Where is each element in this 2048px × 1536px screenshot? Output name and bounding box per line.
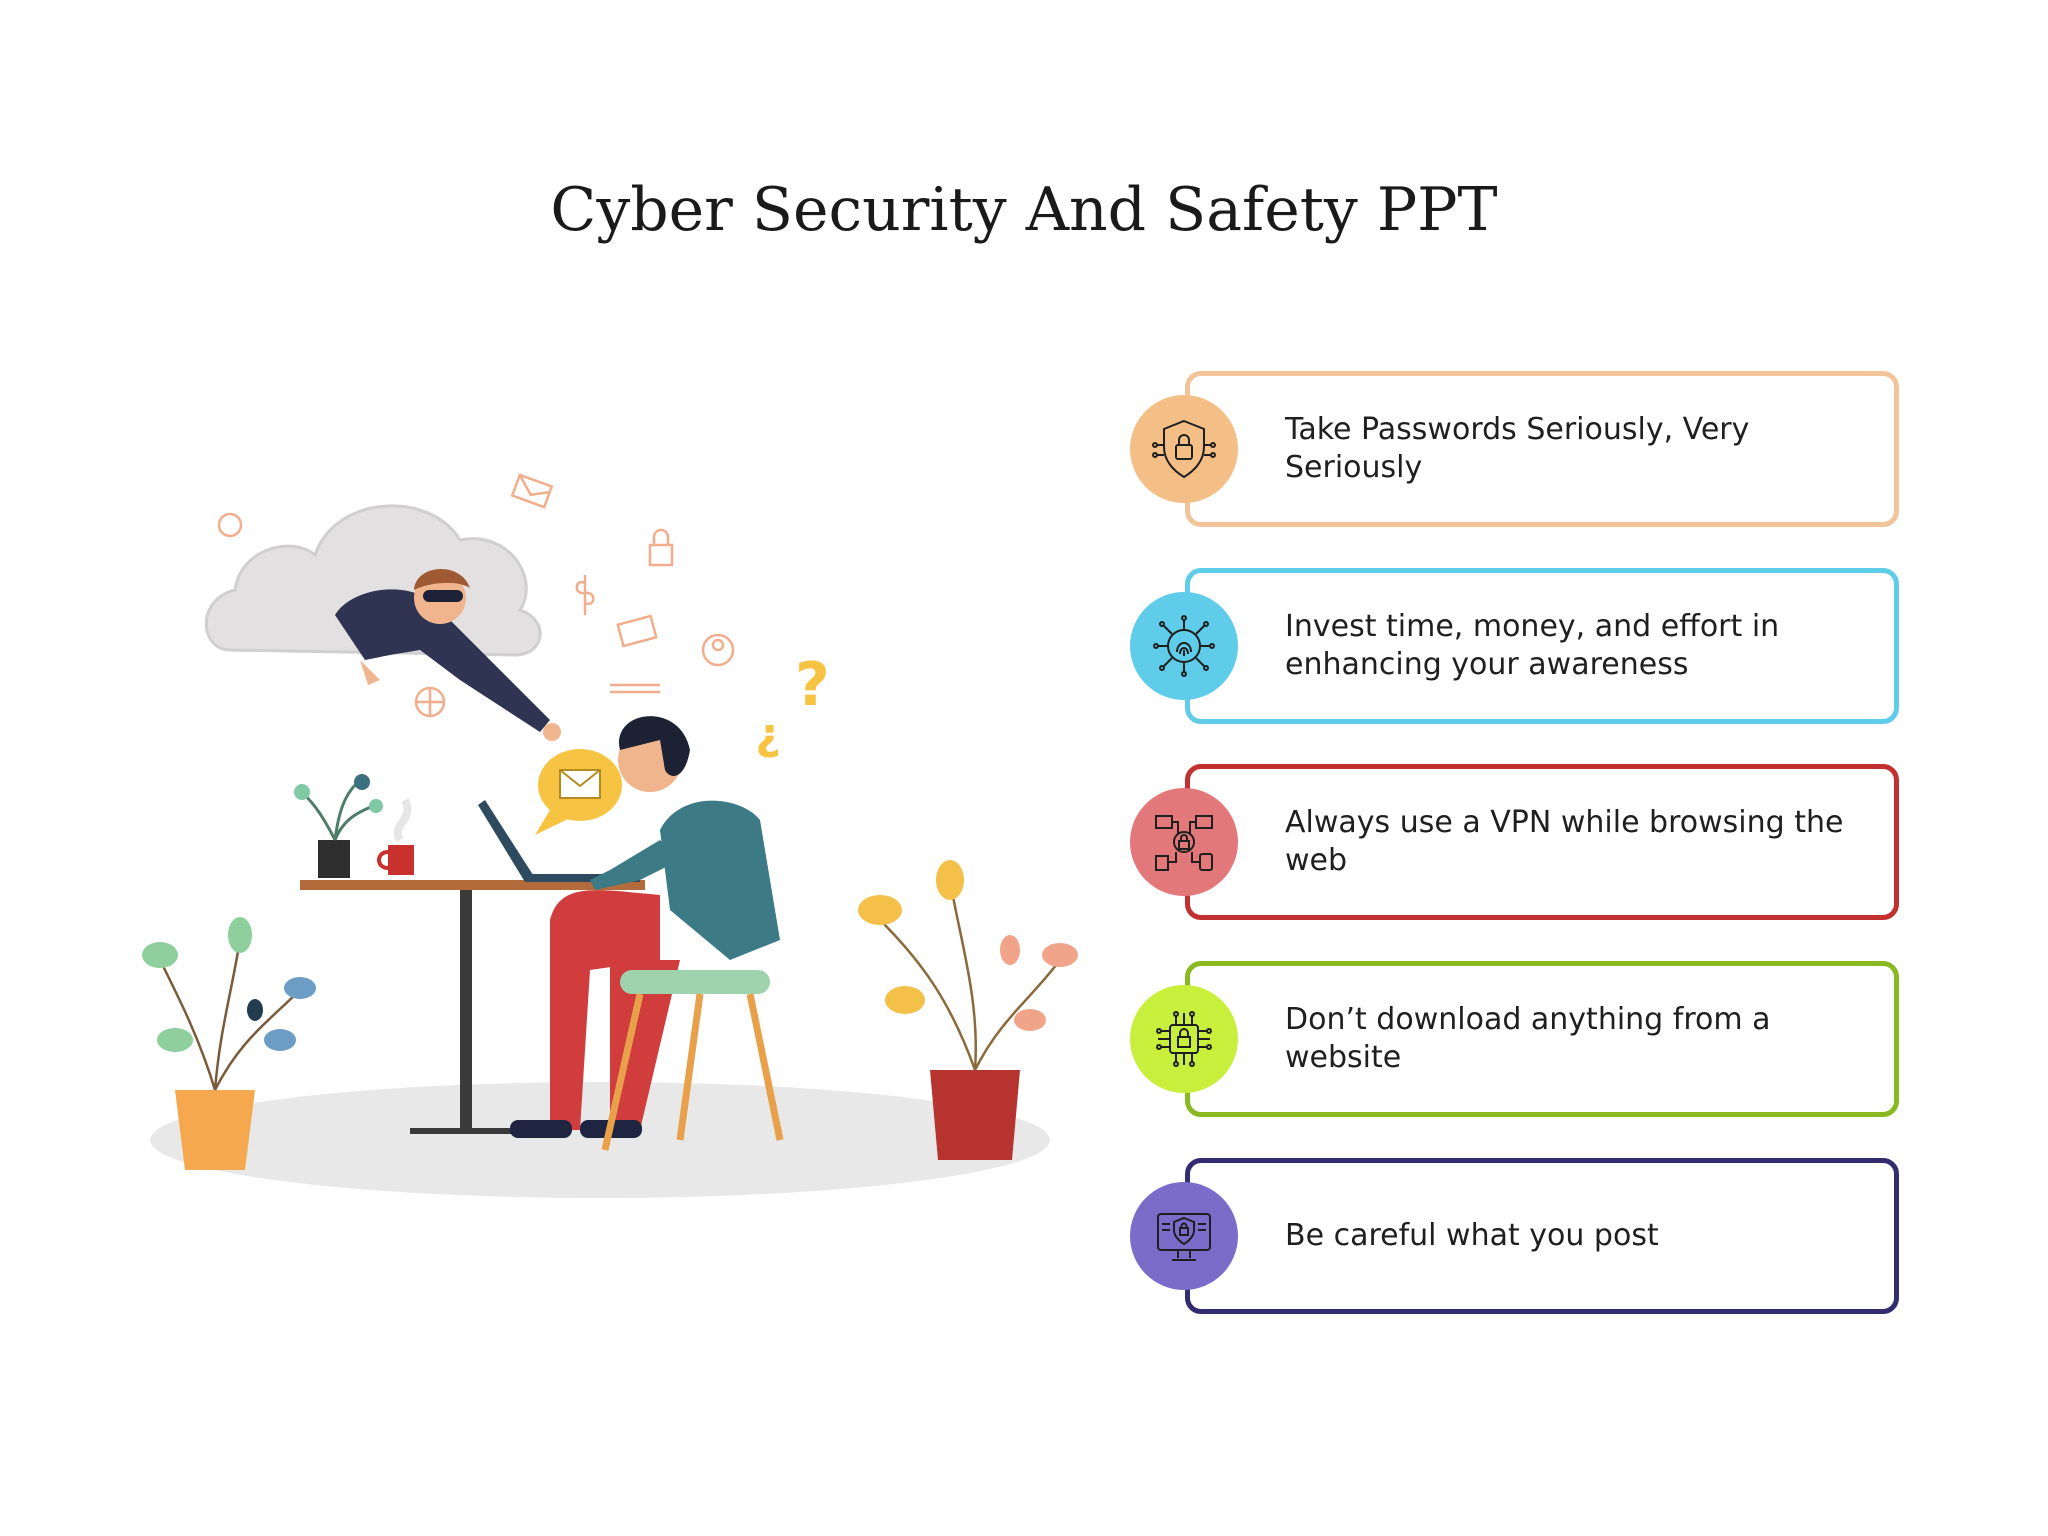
fingerprint-network-icon <box>1153 615 1215 677</box>
chair <box>620 970 770 994</box>
shield-lock-icon <box>1152 419 1216 479</box>
tip-card-awareness: Invest time, money, and effort in enhanc… <box>1185 568 1899 724</box>
tip-card-download: Don’t download anything from a website <box>1185 961 1899 1117</box>
cyber-security-illustration: ? ? <box>142 473 1078 1198</box>
plant-left <box>142 917 316 1170</box>
tip-badge <box>1130 592 1238 700</box>
tip-card-post: Be careful what you post <box>1185 1158 1899 1314</box>
question-mark-icon: ? <box>755 714 781 765</box>
tip-text: Be careful what you post <box>1285 1218 1659 1253</box>
man-at-laptop <box>510 716 780 1138</box>
tip-text: Always use a VPN while browsing the web <box>1285 805 1844 878</box>
mug <box>388 845 414 875</box>
floating-cyber-icons <box>217 473 735 718</box>
email-bubble-icon <box>535 749 622 835</box>
tip-badge <box>1130 1182 1238 1290</box>
vpn-devices-icon <box>1155 815 1213 871</box>
monitor-shield-icon <box>1157 1213 1211 1261</box>
desk <box>300 880 645 890</box>
slide-title: Cyber Security And Safety PPT <box>550 175 1498 245</box>
chip-lock-icon <box>1156 1011 1212 1067</box>
tip-text: Take Passwords Seriously, Very Seriously <box>1285 412 1750 485</box>
question-mark-icon: ? <box>795 650 830 720</box>
tip-text: Invest time, money, and effort in enhanc… <box>1285 609 1780 682</box>
tip-card-vpn: Always use a VPN while browsing the web <box>1185 764 1899 920</box>
tip-text: Don’t download anything from a website <box>1285 1002 1771 1075</box>
hacker-figure <box>335 569 561 741</box>
plant-right <box>858 860 1078 1160</box>
tip-badge <box>1130 395 1238 503</box>
tip-badge <box>1130 985 1238 1093</box>
tip-badge <box>1130 788 1238 896</box>
tip-card-passwords: Take Passwords Seriously, Very Seriously <box>1185 371 1899 527</box>
laptop <box>478 800 535 882</box>
